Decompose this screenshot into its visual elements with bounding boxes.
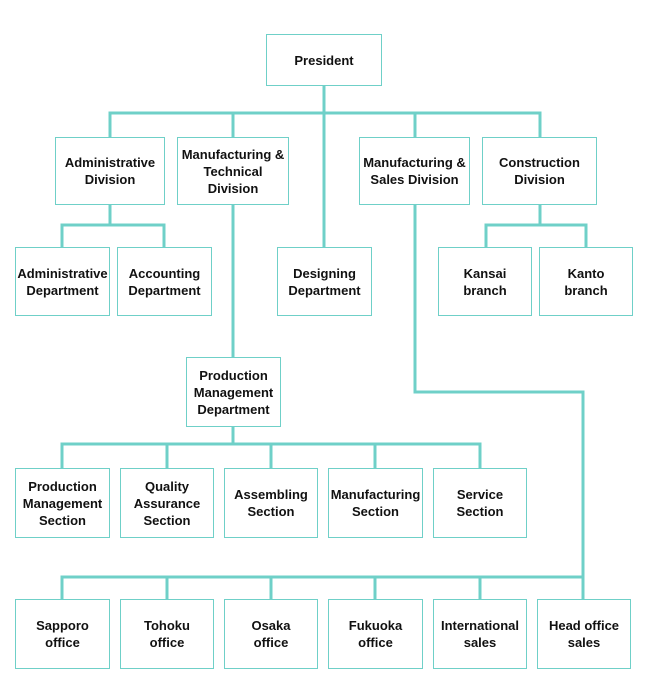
production-management-section-box: Production Management Section <box>15 468 110 538</box>
osaka-office-box: Osaka office <box>224 599 318 669</box>
service-section-box: Service Section <box>433 468 527 538</box>
administrative-division-label: Administrative Division <box>64 155 156 187</box>
service-section-label: Service Section <box>456 487 504 519</box>
fukuoka-office-box: Fukuoka office <box>328 599 423 669</box>
kansai-branch-label: Kansai branch <box>463 265 507 298</box>
designing-department-label: Designing Department <box>288 265 361 298</box>
administrative-department-label: Administrative Department <box>17 265 108 298</box>
kanto-branch-box: Kanto branch <box>539 247 633 316</box>
international-sales-label: International sales <box>440 618 519 650</box>
kanto-branch-label: Kanto branch <box>564 265 608 298</box>
quality-assurance-section-box: Quality Assurance Section <box>120 468 214 538</box>
manufacturing-technical-division-label: Manufacturing & Technical Division <box>181 146 285 196</box>
production-management-department-box: Production Management Department <box>186 357 281 427</box>
tohoku-office-box: Tohoku office <box>120 599 214 669</box>
tohoku-office-label: Tohoku office <box>144 618 190 650</box>
sapporo-office-label: Sapporo office <box>36 618 89 650</box>
quality-assurance-section-label: Quality Assurance Section <box>133 478 201 528</box>
assembling-section-box: Assembling Section <box>224 468 318 538</box>
administrative-division-box: Administrative Division <box>55 137 165 205</box>
president-box: President <box>266 34 382 86</box>
production-management-department-label: Production Management Department <box>193 367 274 417</box>
president-label: President <box>294 52 354 68</box>
fukuoka-office-label: Fukuoka office <box>348 618 403 650</box>
manufacturing-sales-division-box: Manufacturing & Sales Division <box>359 137 470 205</box>
designing-department-box: Designing Department <box>277 247 372 316</box>
sapporo-office-box: Sapporo office <box>15 599 110 669</box>
administrative-department-box: Administrative Department <box>15 247 110 316</box>
accounting-department-box: Accounting Department <box>117 247 212 316</box>
osaka-office-label: Osaka office <box>251 618 291 650</box>
assembling-section-label: Assembling Section <box>234 487 308 519</box>
kansai-branch-box: Kansai branch <box>438 247 532 316</box>
manufacturing-section-label: Manufacturing Section <box>330 487 421 519</box>
construction-division-box: Construction Division <box>482 137 597 205</box>
international-sales-box: International sales <box>433 599 527 669</box>
production-management-section-label: Production Management Section <box>22 478 103 528</box>
construction-division-label: Construction Division <box>499 155 580 187</box>
accounting-department-label: Accounting Department <box>128 265 201 298</box>
manufacturing-section-box: Manufacturing Section <box>328 468 423 538</box>
manufacturing-sales-division-label: Manufacturing & Sales Division <box>363 155 466 187</box>
head-office-sales-label: Head office sales <box>548 618 620 650</box>
head-office-sales-box: Head office sales <box>537 599 631 669</box>
manufacturing-technical-division-box: Manufacturing & Technical Division <box>177 137 289 205</box>
